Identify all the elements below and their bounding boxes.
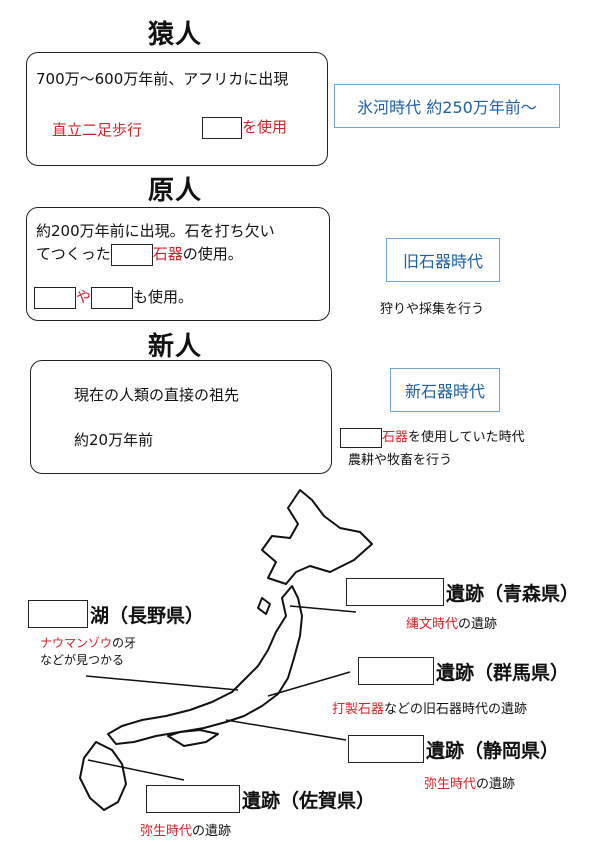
- neolithic-note1-text: を使用していた時代: [408, 430, 525, 445]
- site-nagano: 湖（長野県）: [28, 600, 204, 628]
- leader-aomori: [289, 605, 357, 613]
- saga-note-red: 弥生時代: [140, 824, 193, 839]
- neolithic-note2: 農耕や牧畜を行う: [348, 453, 453, 468]
- saga-note-text: の遺跡: [192, 824, 232, 839]
- saga-note: 弥生時代の遺跡: [140, 820, 231, 839]
- heading-sarujin: 猿人: [148, 20, 203, 50]
- sarujin-tool-text: を使用: [242, 118, 288, 136]
- leader-gunma: [267, 671, 351, 697]
- genjin-red-ya: や: [76, 288, 92, 306]
- japan-map: [79, 489, 373, 811]
- site-aomori: 遺跡（青森県）: [346, 578, 579, 606]
- shinjin-line2: 約20万年前: [74, 431, 154, 449]
- genjin-line2: てつくった 石器の使用。: [36, 243, 243, 266]
- genjin-line2b: の使用。: [182, 245, 243, 263]
- nagano-note-a: の牙: [112, 636, 137, 650]
- heading-shinjin: 新人: [148, 332, 203, 362]
- paleolithic-note: 狩りや採集を行う: [380, 302, 485, 317]
- era-box-ice-age: 氷河時代 約250万年前〜: [334, 84, 560, 128]
- honshu-outline: [107, 585, 303, 745]
- sarujin-line1: 700万〜600万年前、アフリカに出現: [36, 70, 289, 88]
- answer-blank[interactable]: [110, 243, 153, 266]
- genjin-box: [26, 207, 330, 321]
- leader-saga: [87, 759, 185, 781]
- neolithic-red-stone: 石器: [382, 430, 409, 445]
- leader-nagano: [85, 675, 239, 691]
- sarujin-red-text: 直立二足歩行: [52, 121, 143, 139]
- nagano-note-red: ナウマンゾウ: [40, 636, 113, 650]
- answer-blank[interactable]: [91, 286, 134, 309]
- era-box-paleolithic: 旧石器時代: [386, 238, 500, 282]
- answer-blank[interactable]: [346, 578, 444, 606]
- site-saga-label: 遺跡（佐賀県）: [242, 789, 376, 812]
- aomori-note-text: の遺跡: [458, 617, 498, 632]
- site-shizuoka: 遺跡（静岡県）: [348, 735, 559, 763]
- shinjin-box: [30, 360, 332, 474]
- aomori-note-red: 縄文時代: [406, 617, 459, 632]
- shizuoka-note-red: 弥生時代: [424, 777, 477, 792]
- era-box-neolithic: 新石器時代: [390, 368, 500, 412]
- aomori-note: 縄文時代の遺跡: [406, 613, 497, 632]
- genjin-line3: や も使用。: [34, 286, 193, 309]
- kyushu-outline: [79, 741, 127, 811]
- leader-shizuoka: [225, 719, 347, 741]
- site-nagano-label: 湖（長野県）: [90, 604, 205, 627]
- shizuoka-note-text: の遺跡: [476, 777, 516, 792]
- nagano-note1: ナウマンゾウの牙: [40, 634, 136, 651]
- gunma-note-red: 打製石器: [332, 702, 385, 717]
- answer-blank[interactable]: [348, 735, 424, 763]
- site-aomori-label: 遺跡（青森県）: [446, 582, 580, 605]
- shinjin-line1: 現在の人類の直接の祖先: [74, 386, 240, 404]
- genjin-line3b: も使用。: [133, 288, 194, 306]
- sarujin-box: [26, 52, 328, 166]
- answer-blank[interactable]: [34, 286, 76, 309]
- site-gunma: 遺跡（群馬県）: [358, 657, 569, 685]
- answer-blank[interactable]: [28, 600, 88, 628]
- heading-genjin: 原人: [148, 176, 203, 206]
- site-saga: 遺跡（佐賀県）: [146, 785, 375, 813]
- answer-blank[interactable]: [146, 785, 240, 813]
- genjin-red-stone: 石器: [152, 245, 183, 263]
- site-gunma-label: 遺跡（群馬県）: [436, 661, 570, 684]
- nagano-note2: などが見つかる: [40, 653, 125, 667]
- neolithic-note1: 石器を使用していた時代: [340, 426, 525, 448]
- genjin-line2a: てつくった: [36, 245, 111, 263]
- gunma-note-text: などの旧石器時代の遺跡: [384, 702, 528, 717]
- sarujin-tool-line: を使用: [202, 116, 287, 139]
- hokkaido-outline: [261, 489, 373, 585]
- answer-blank[interactable]: [358, 657, 434, 685]
- shizuoka-note: 弥生時代の遺跡: [424, 773, 515, 792]
- sado-outline: [257, 597, 271, 615]
- answer-blank[interactable]: [202, 116, 242, 139]
- site-shizuoka-label: 遺跡（静岡県）: [426, 739, 560, 762]
- gunma-note: 打製石器などの旧石器時代の遺跡: [332, 698, 527, 717]
- genjin-line1: 約200万年前に出現。石を打ち欠い: [36, 222, 275, 240]
- shikoku-outline: [167, 729, 219, 747]
- answer-blank[interactable]: [340, 427, 382, 448]
